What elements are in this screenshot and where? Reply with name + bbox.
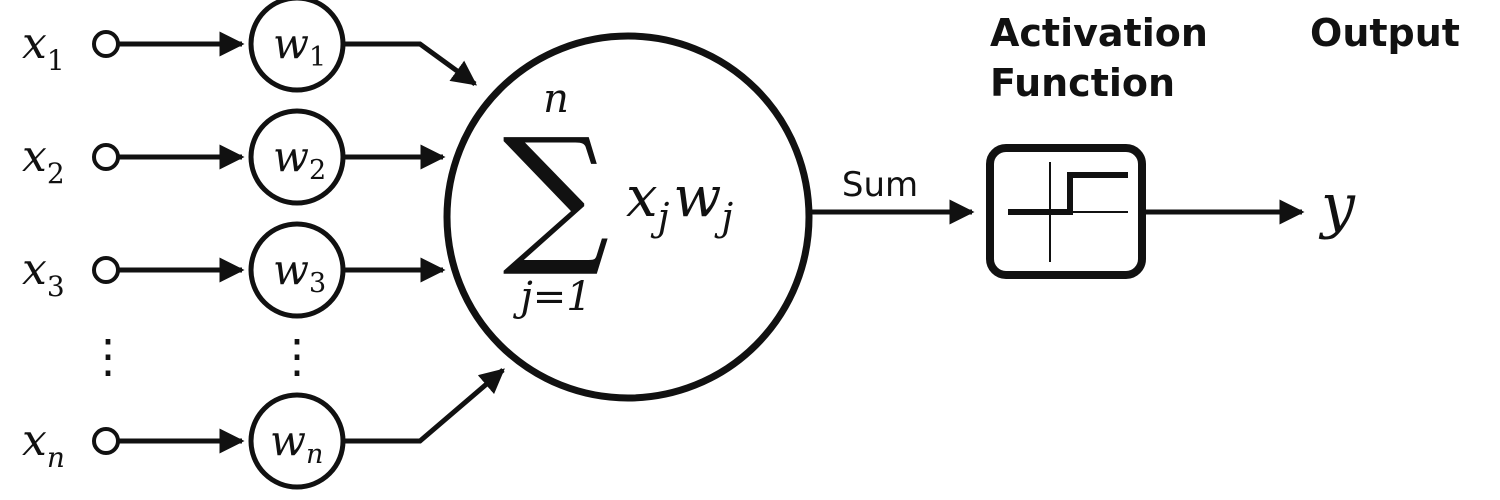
input-xn-label: xn bbox=[22, 415, 65, 474]
arrow-weight-1-to-sum bbox=[343, 41, 478, 87]
input-row-3: x3 w3 bbox=[22, 221, 446, 319]
weight-ellipsis: ⋮ bbox=[274, 329, 320, 383]
activation-box bbox=[986, 144, 1146, 279]
sum-term: xjwj bbox=[626, 165, 733, 239]
weight-w1-label: w1 bbox=[273, 19, 326, 73]
sum-upper-limit: n bbox=[543, 76, 569, 122]
weight-w3-label: w3 bbox=[273, 245, 326, 299]
activation-title-line2: Function bbox=[990, 61, 1175, 105]
input-node-3 bbox=[92, 256, 120, 284]
input-ellipsis: ⋮ bbox=[85, 329, 131, 383]
activation-title-line1: Activation bbox=[990, 11, 1208, 55]
sigma-symbol: ∑ bbox=[502, 107, 609, 281]
sum-lower-limit: j=1 bbox=[512, 274, 591, 320]
input-node-n bbox=[92, 427, 120, 455]
input-row-1: x1 w1 bbox=[22, 0, 478, 93]
input-x1-label: x1 bbox=[22, 18, 65, 77]
sum-label: Sum bbox=[842, 165, 918, 205]
output-y-label: y bbox=[1318, 171, 1356, 241]
input-node-2 bbox=[92, 143, 120, 171]
input-x2-label: x2 bbox=[22, 131, 65, 190]
input-x3-label: x3 bbox=[22, 244, 65, 303]
input-row-2: x2 w2 bbox=[22, 108, 446, 206]
step-function-icon bbox=[1008, 172, 1128, 215]
input-row-n: xn wn bbox=[22, 368, 505, 490]
input-node-1 bbox=[92, 30, 120, 58]
summation-circle bbox=[443, 32, 813, 402]
weight-wn-label: wn bbox=[270, 416, 323, 470]
arrow-weight-n-to-sum bbox=[343, 368, 505, 444]
summation-node: n ∑ j=1 xjwj bbox=[443, 32, 813, 402]
output-title: Output bbox=[1310, 11, 1460, 55]
weight-w2-label: w2 bbox=[273, 132, 326, 186]
